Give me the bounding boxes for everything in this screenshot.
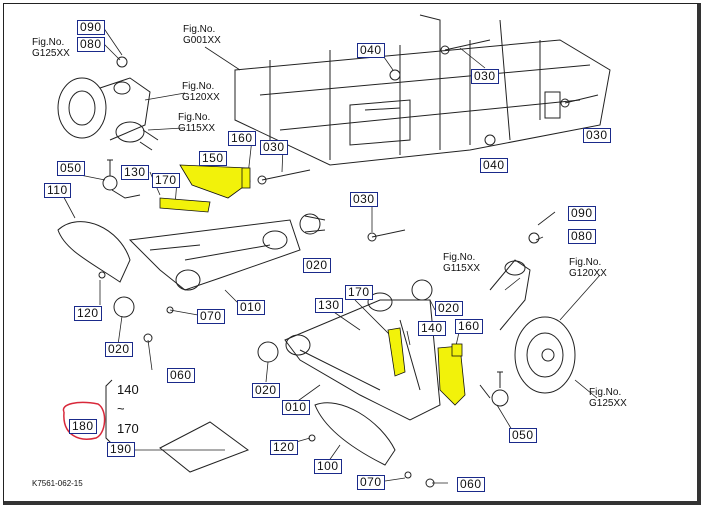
callout-130-lower[interactable]: 130 xyxy=(315,298,343,313)
callout-010-bottom[interactable]: 010 xyxy=(282,400,310,415)
figref-g125-right[interactable]: Fig.No. G125XX xyxy=(589,387,627,409)
callout-090-right[interactable]: 090 xyxy=(568,206,596,221)
figref-g001-top[interactable]: Fig.No. G001XX xyxy=(183,24,221,46)
callout-020-center[interactable]: 020 xyxy=(303,258,331,273)
callout-020-bottomleft[interactable]: 020 xyxy=(252,383,280,398)
figref-g125-topleft[interactable]: Fig.No. G125XX xyxy=(32,37,70,59)
callout-090-topleft[interactable]: 090 xyxy=(77,20,105,35)
callout-030-topright[interactable]: 030 xyxy=(471,69,499,84)
cover-100-bottom xyxy=(314,402,396,466)
figref-code: G115XX xyxy=(443,263,481,274)
set-range-to: 170 xyxy=(117,421,139,436)
figref-code: G120XX xyxy=(569,268,607,279)
figref-g115-topleft[interactable]: Fig.No. G115XX xyxy=(178,112,215,134)
figref-label: Fig.No. xyxy=(443,252,476,263)
stay-170-upper xyxy=(159,197,211,213)
figref-code: G115XX xyxy=(178,123,216,134)
right-knuckle-hub xyxy=(489,259,576,394)
callout-180-set[interactable]: 180 xyxy=(69,419,97,434)
callout-110-left[interactable]: 110 xyxy=(44,183,71,198)
ball-joint-050-left xyxy=(102,159,141,199)
bushings-020 xyxy=(113,213,433,363)
callout-020-left[interactable]: 020 xyxy=(105,342,133,357)
callout-030-right[interactable]: 030 xyxy=(583,128,611,143)
callout-080-topleft[interactable]: 080 xyxy=(77,37,105,52)
bolt-160-lower xyxy=(451,343,463,357)
callout-130-left[interactable]: 130 xyxy=(121,165,149,180)
figref-code: G001XX xyxy=(183,35,221,46)
callout-140-lower[interactable]: 140 xyxy=(418,321,446,336)
figref-code: G120XX xyxy=(182,92,220,103)
callout-170-lower[interactable]: 170 xyxy=(345,285,373,300)
figref-label: Fig.No. xyxy=(178,112,211,123)
callout-060-bottom[interactable]: 060 xyxy=(457,477,485,492)
callout-050-bottomright[interactable]: 050 xyxy=(509,428,537,443)
set-bracket xyxy=(105,379,113,445)
bolt-160-upper xyxy=(241,167,251,189)
callout-070-left[interactable]: 070 xyxy=(197,309,225,324)
lower-arm-010-left xyxy=(128,219,301,291)
figref-label: Fig.No. xyxy=(32,37,65,48)
callout-190-set[interactable]: 190 xyxy=(107,442,135,457)
callout-030-center[interactable]: 030 xyxy=(350,192,378,207)
chassis-frame xyxy=(234,14,611,166)
figref-code: G125XX xyxy=(32,48,70,59)
cover-110-left xyxy=(57,221,131,283)
figref-label: Fig.No. xyxy=(183,24,216,35)
callout-050-left[interactable]: 050 xyxy=(57,161,85,176)
callout-160-top[interactable]: 160 xyxy=(228,131,256,146)
red-highlight-circle xyxy=(62,401,106,440)
callout-060-left[interactable]: 060 xyxy=(167,368,195,383)
callout-160-lower[interactable]: 160 xyxy=(455,319,483,334)
set-range-tilde: ~ xyxy=(117,401,125,416)
left-knuckle-hub xyxy=(57,77,159,151)
highlighted-parts xyxy=(159,164,466,406)
bracket-150-upper xyxy=(179,164,251,199)
bolts xyxy=(98,39,599,488)
lower-arm-010-lower xyxy=(284,292,441,421)
instruction-sheet-190 xyxy=(159,421,250,473)
callout-010-left[interactable]: 010 xyxy=(237,300,265,315)
callout-120-left[interactable]: 120 xyxy=(74,306,102,321)
callout-040-mid[interactable]: 040 xyxy=(480,158,508,173)
figref-g120-right[interactable]: Fig.No. G120XX xyxy=(569,257,607,279)
callout-100-bottom[interactable]: 100 xyxy=(314,459,342,474)
callout-030-mid[interactable]: 030 xyxy=(260,140,288,155)
callout-170-left[interactable]: 170 xyxy=(152,173,180,188)
figref-g115-right[interactable]: Fig.No. G115XX xyxy=(443,252,480,274)
set-range-from: 140 xyxy=(117,382,139,397)
callout-150-top[interactable]: 150 xyxy=(199,151,227,166)
figref-label: Fig.No. xyxy=(569,257,602,268)
figref-g120-topleft[interactable]: Fig.No. G120XX xyxy=(182,81,220,103)
stay-130-lower xyxy=(387,327,406,377)
figref-label: Fig.No. xyxy=(182,81,215,92)
callout-020-lower[interactable]: 020 xyxy=(435,301,463,316)
callout-070-bottom[interactable]: 070 xyxy=(357,475,385,490)
callout-080-right[interactable]: 080 xyxy=(568,229,596,244)
callout-120-bottom[interactable]: 120 xyxy=(270,440,298,455)
callout-040-top[interactable]: 040 xyxy=(357,43,385,58)
figref-code: G125XX xyxy=(589,398,627,409)
ball-joint-050-right xyxy=(479,371,509,407)
drawing-code: K7561-062-15 xyxy=(32,479,83,488)
figref-label: Fig.No. xyxy=(589,387,622,398)
